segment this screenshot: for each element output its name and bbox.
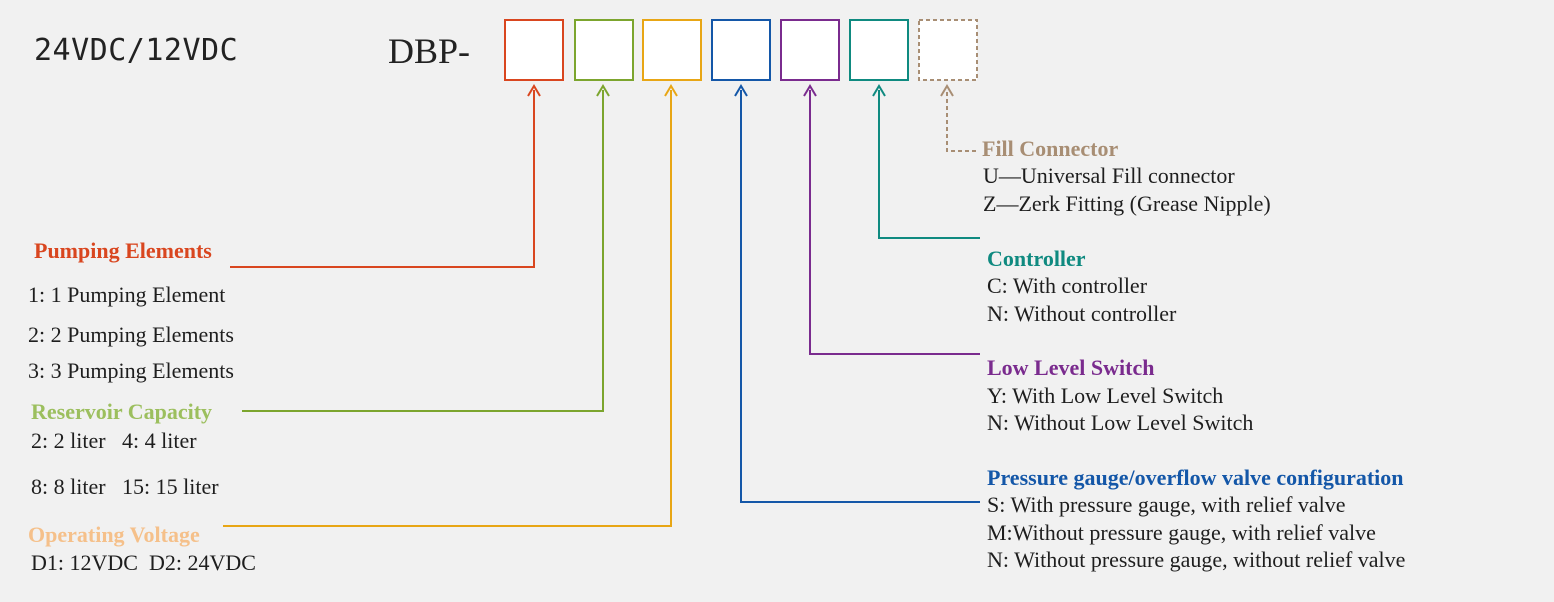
arrowhead-pumping xyxy=(527,84,541,97)
arrowhead-low-level xyxy=(803,84,817,97)
arrowhead-fill xyxy=(940,84,954,97)
pumping-title: Pumping Elements xyxy=(34,238,212,263)
voltage-option-1: D1: 12VDC D2: 24VDC xyxy=(31,550,256,575)
code-box-voltage xyxy=(642,19,702,81)
code-box-pressure xyxy=(711,19,771,81)
controller-title: Controller xyxy=(987,246,1086,271)
voltage-title: Operating Voltage xyxy=(28,522,200,547)
code-box-controller xyxy=(849,19,909,81)
fill-title: Fill Connector xyxy=(982,136,1119,161)
controller-option-2: N: Without controller xyxy=(987,301,1177,326)
connector-pressure xyxy=(740,90,980,503)
arrowhead-reservoir xyxy=(596,84,610,97)
pumping-option-1: 1: 1 Pumping Element xyxy=(28,282,226,307)
code-box-pumping xyxy=(504,19,564,81)
connector-reservoir xyxy=(242,90,604,412)
arrowhead-voltage xyxy=(664,84,678,97)
reservoir-option-2: 8: 8 liter 15: 15 liter xyxy=(31,474,219,499)
low-level-title: Low Level Switch xyxy=(987,355,1155,380)
pressure-option-1: S: With pressure gauge, with relief valv… xyxy=(987,492,1346,517)
fill-option-2: Z—Zerk Fitting (Grease Nipple) xyxy=(983,191,1271,216)
pumping-option-3: 3: 3 Pumping Elements xyxy=(28,358,234,383)
controller-option-1: C: With controller xyxy=(987,273,1148,298)
connector-fill xyxy=(946,92,978,152)
connector-pumping xyxy=(230,90,535,268)
connector-controller xyxy=(878,90,980,239)
pressure-option-2: M:Without pressure gauge, with relief va… xyxy=(987,520,1376,545)
pumping-option-2: 2: 2 Pumping Elements xyxy=(28,322,234,347)
model-prefix: DBP- xyxy=(388,31,471,71)
low-level-option-2: N: Without Low Level Switch xyxy=(987,410,1254,435)
reservoir-title: Reservoir Capacity xyxy=(31,399,213,424)
low-level-option-1: Y: With Low Level Switch xyxy=(987,383,1224,408)
voltage-label: 24VDC/12VDC xyxy=(34,33,239,68)
reservoir-option-1: 2: 2 liter 4: 4 liter xyxy=(31,428,197,453)
connector-voltage xyxy=(223,90,672,527)
connector-low-level xyxy=(809,90,980,355)
code-box-low-level xyxy=(780,19,840,81)
code-box-reservoir xyxy=(574,19,634,81)
pressure-option-3: N: Without pressure gauge, without relie… xyxy=(987,547,1406,572)
arrowhead-controller xyxy=(872,84,886,97)
fill-option-1: U—Universal Fill connector xyxy=(983,163,1235,188)
arrowhead-pressure xyxy=(734,84,748,97)
pressure-title: Pressure gauge/overflow valve configurat… xyxy=(987,465,1404,490)
code-box-fill xyxy=(918,19,978,81)
